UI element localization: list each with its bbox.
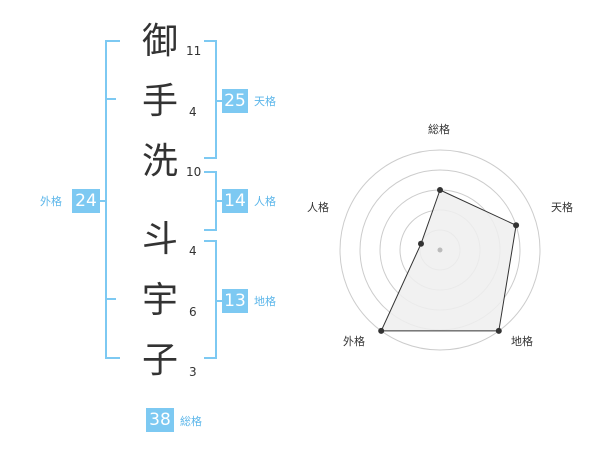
radar-axis-label-tenkaku: 天格 [551,201,573,214]
jinkaku-value-badge: 14 [222,189,248,213]
gaikaku-bracket [105,40,120,359]
radar-axis-label-chikaku: 地格 [511,335,533,348]
radar-axis-label-gaikaku: 外格 [343,335,365,348]
radar-point-2 [513,222,520,229]
tenkaku-bracket [204,40,217,159]
gaikaku-value-badge: 24 [72,189,100,213]
stroke-count-5: 6 [189,305,197,319]
chikaku-label: 地格 [254,295,276,308]
soukaku-label: 総格 [180,415,202,428]
jinkaku-label: 人格 [254,195,276,208]
stroke-count-2: 4 [189,105,197,119]
name-char-6: 子 [141,340,178,381]
name-char-5: 宇 [141,280,178,321]
radar-point-4 [378,327,385,334]
tenkaku-value-badge: 25 [222,89,248,113]
radar-point-3 [495,327,502,334]
name-char-1: 御 [141,21,178,62]
stroke-count-4: 4 [189,244,197,258]
name-char-3: 洗 [141,141,178,182]
chikaku-value-badge: 13 [222,289,248,313]
radar-axis-label-soukaku: 総格 [428,123,450,136]
soukaku-value-badge: 38 [146,408,174,432]
stroke-count-1: 11 [186,44,202,58]
radar-center-dot [437,247,443,253]
gaikaku-label: 外格 [40,195,62,208]
name-char-4: 斗 [141,219,178,260]
stroke-count-6: 3 [189,365,197,379]
chikaku-bracket [204,240,217,359]
radar-point-5 [418,240,424,247]
radar-axis-label-jinkaku: 人格 [307,201,329,214]
stroke-count-3: 10 [186,165,202,179]
radar-ring-5 [339,149,541,351]
tenkaku-label: 天格 [254,95,276,108]
radar-area [380,189,517,332]
radar-point-1 [437,187,443,193]
name-char-2: 手 [141,81,178,122]
